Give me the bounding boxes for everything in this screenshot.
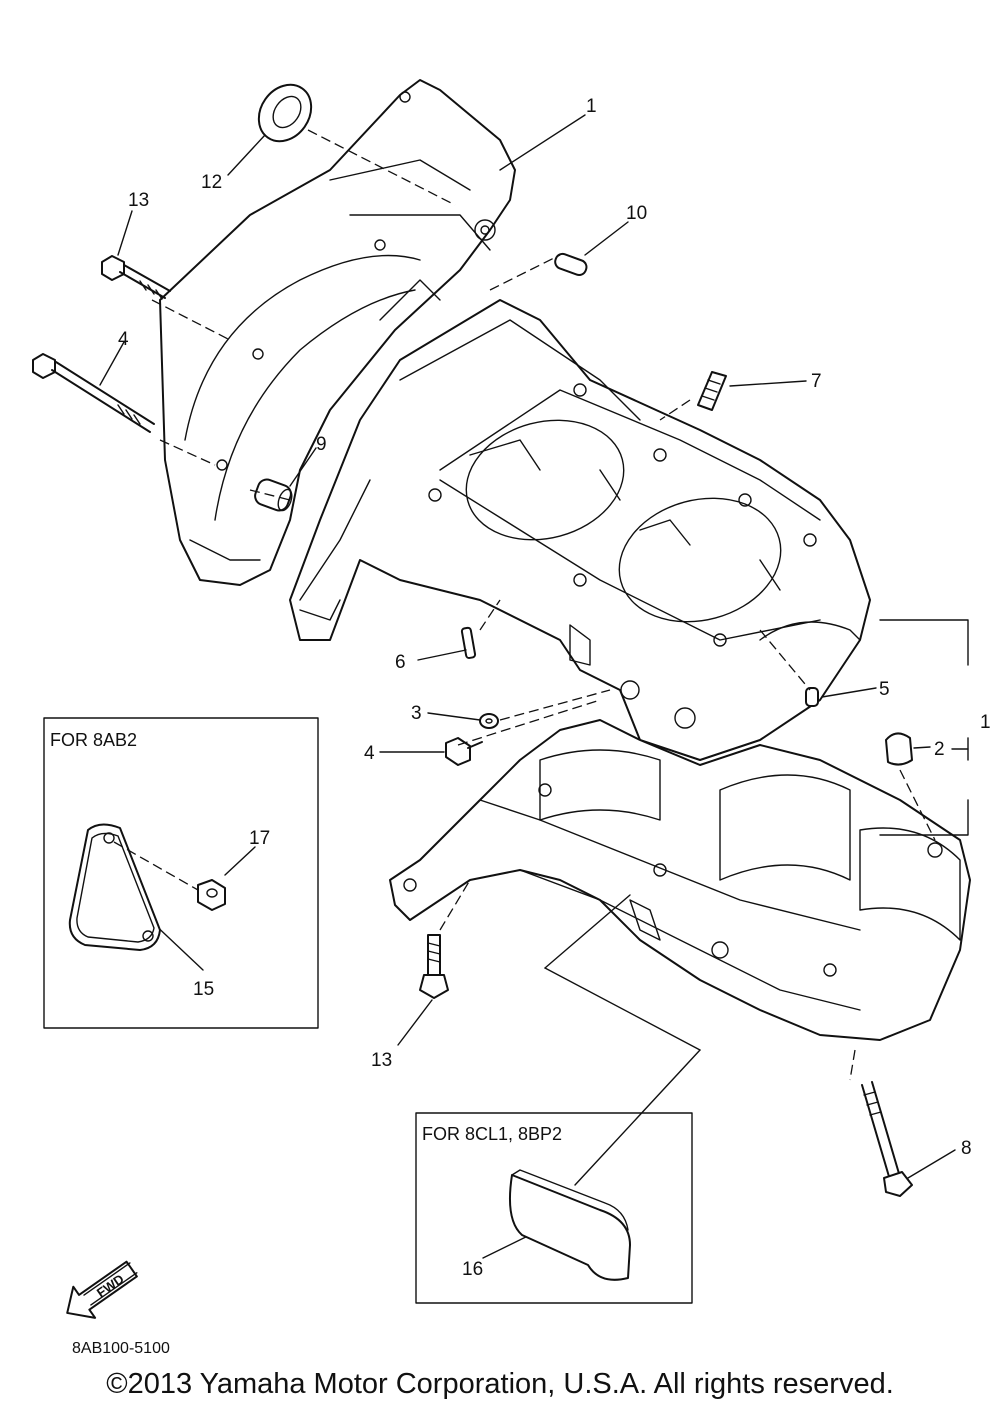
callout-15: 15: [193, 979, 214, 1000]
fwd-arrow-icon: FWD: [66, 1260, 138, 1319]
plug-part-2: [885, 732, 913, 766]
dowel-pin-part-6: [460, 626, 477, 659]
bolt-part-13-lower: [419, 934, 449, 999]
callout-13-upper: 13: [128, 190, 149, 211]
callout-8: 8: [961, 1138, 972, 1159]
nut-part-17: [197, 879, 226, 911]
callout-9: 9: [316, 434, 327, 455]
inset-connector-lines: [544, 894, 701, 1186]
copyright-notice: ©2013 Yamaha Motor Corporation, U.S.A. A…: [106, 1368, 894, 1400]
crankcase-cover: [159, 79, 516, 586]
dowel-pin-part-10: [554, 252, 588, 277]
callout-16: 16: [462, 1259, 483, 1280]
callout-1: 1: [586, 96, 597, 117]
callout-3: 3: [411, 703, 422, 724]
callout-6: 6: [395, 652, 406, 673]
callout-4-upper: 4: [118, 329, 129, 350]
callout-7: 7: [811, 371, 822, 392]
cover-plate-part-15: [68, 823, 161, 951]
callout-labels: 1 1 2 3 4 4 5 6 7 8 9 10 12 13 13 15 16 …: [118, 96, 991, 1280]
bolt-part-13-upper: [101, 255, 171, 300]
drawing-code: 8AB100-5100: [72, 1340, 170, 1357]
inset-box-8ab2: FOR 8AB2: [43, 717, 319, 1029]
callout-2: 2: [934, 739, 945, 760]
callout-1-bracket: 1: [980, 712, 991, 733]
washer-part-3: [479, 713, 499, 729]
oil-seal-part-12: [257, 83, 313, 143]
inset-8ab2-label: FOR 8AB2: [50, 730, 137, 750]
callout-17: 17: [249, 828, 270, 849]
plate-part-16: [509, 1169, 631, 1281]
bolt-part-8: [861, 1081, 913, 1197]
alignment-dashed-lines: [151, 129, 936, 1081]
callout-10: 10: [626, 203, 647, 224]
callout-12: 12: [201, 172, 222, 193]
callout-4-lower: 4: [364, 743, 375, 764]
bolt-part-4-upper: [32, 353, 155, 433]
dowel-pin-part-5: [805, 687, 819, 707]
bolt-part-4-lower: [445, 737, 483, 766]
inset-box-8cl1-8bp2: FOR 8CL1, 8BP2: [415, 1112, 693, 1304]
callout-5: 5: [879, 679, 890, 700]
lower-crankcase: [389, 719, 971, 1041]
upper-crankcase: [289, 299, 871, 761]
callout-13-lower: 13: [371, 1050, 392, 1071]
leader-lines: [99, 114, 969, 1259]
stud-part-7: [697, 371, 727, 411]
inset-8cl1-label: FOR 8CL1, 8BP2: [422, 1124, 562, 1144]
